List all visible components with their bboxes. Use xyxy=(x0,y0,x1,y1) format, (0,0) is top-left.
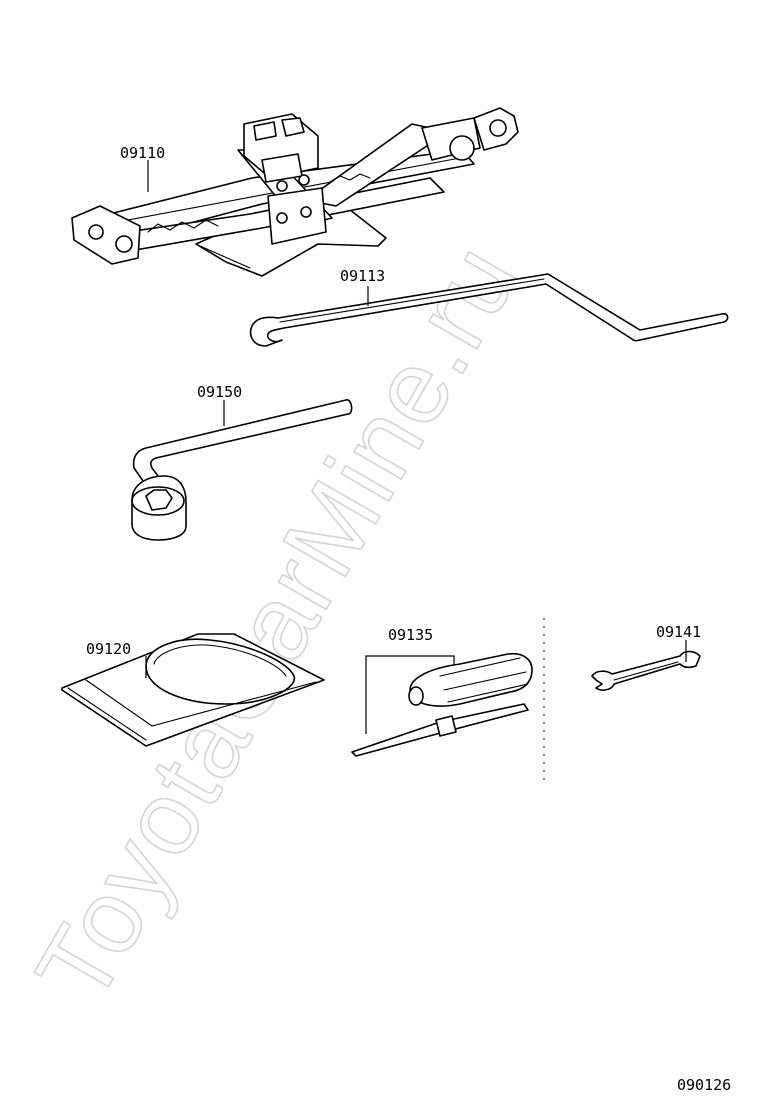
jack-handle-icon xyxy=(249,273,729,347)
part-number-09141: 09141 xyxy=(656,623,701,641)
part-number-09113: 09113 xyxy=(340,267,385,285)
screwdriver-icon xyxy=(351,652,533,757)
diagram-code: 090126 xyxy=(677,1076,731,1094)
open-end-wrench-icon xyxy=(591,650,701,691)
scissor-jack-icon xyxy=(71,107,519,277)
part-number-09110: 09110 xyxy=(120,144,165,162)
part-number-09150: 09150 xyxy=(197,383,242,401)
tool-bag-icon xyxy=(61,633,325,747)
watermark: ToyotaCarMine.ru xyxy=(14,225,541,1022)
lug-wrench-icon xyxy=(131,399,353,541)
part-number-09120: 09120 xyxy=(86,640,131,658)
part-number-09135: 09135 xyxy=(388,626,433,644)
